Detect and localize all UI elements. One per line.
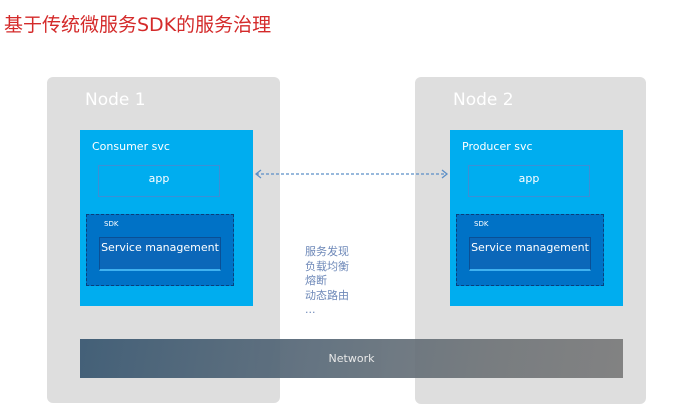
node-1: Node 1 Consumer svc app SDK Service mana… (47, 77, 280, 403)
feature-item: 动态路由 (305, 288, 349, 302)
service-management-box: Service management (469, 237, 591, 271)
sdk-box: SDK Service management (86, 214, 234, 286)
feature-item: ... (305, 303, 316, 316)
consumer-service: Consumer svc app SDK Service management (80, 130, 253, 306)
sdk-label: SDK (474, 220, 489, 228)
sdk-label: SDK (104, 220, 119, 228)
node-label: Node 1 (85, 90, 146, 110)
producer-service: Producer svc app SDK Service management (450, 130, 623, 306)
network-bar: Network (80, 339, 623, 378)
service-management-box: Service management (99, 237, 221, 271)
feature-item: 熔断 (305, 274, 327, 287)
feature-item: 服务发现 (305, 245, 349, 258)
service-management-label: Service management (471, 241, 589, 254)
service-management-label: Service management (101, 241, 219, 254)
bidirectional-arrow-icon (254, 169, 449, 179)
sdk-box: SDK Service management (456, 214, 604, 286)
node-label: Node 2 (453, 90, 514, 110)
feature-item: 负载均衡 (305, 259, 349, 273)
app-box: app (468, 165, 590, 197)
governance-features-list: 服务发现 负载均衡 熔断 动态路由 ... (305, 245, 349, 318)
page-title: 基于传统微服务SDK的服务治理 (4, 14, 272, 36)
app-box: app (98, 165, 220, 197)
service-label: Producer svc (462, 140, 533, 153)
service-label: Consumer svc (92, 140, 170, 153)
